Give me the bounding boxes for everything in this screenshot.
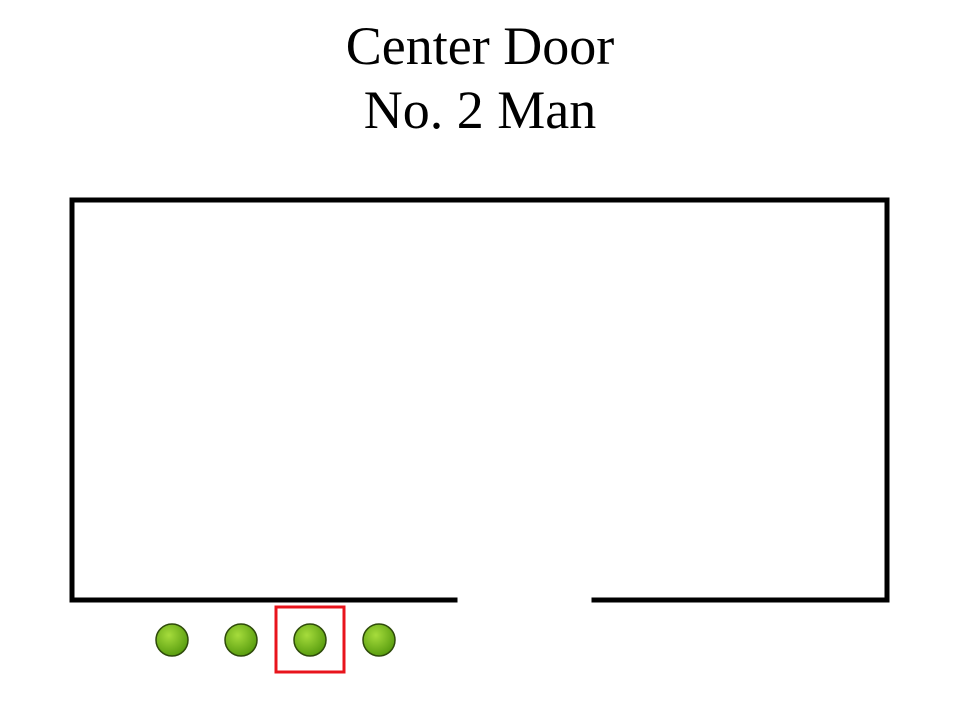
person-marker-4	[362, 623, 396, 657]
room-outline	[69, 197, 890, 603]
person-marker-2	[224, 623, 258, 657]
title-line-2: No. 2 Man	[363, 80, 597, 140]
person-marker-3	[293, 623, 327, 657]
person-marker-1	[155, 623, 189, 657]
selected-person-box	[274, 605, 346, 674]
people-stack	[155, 605, 396, 674]
title-line-1: Center Door	[345, 16, 615, 76]
slide-title: Center Door No. 2 Man	[0, 14, 960, 142]
